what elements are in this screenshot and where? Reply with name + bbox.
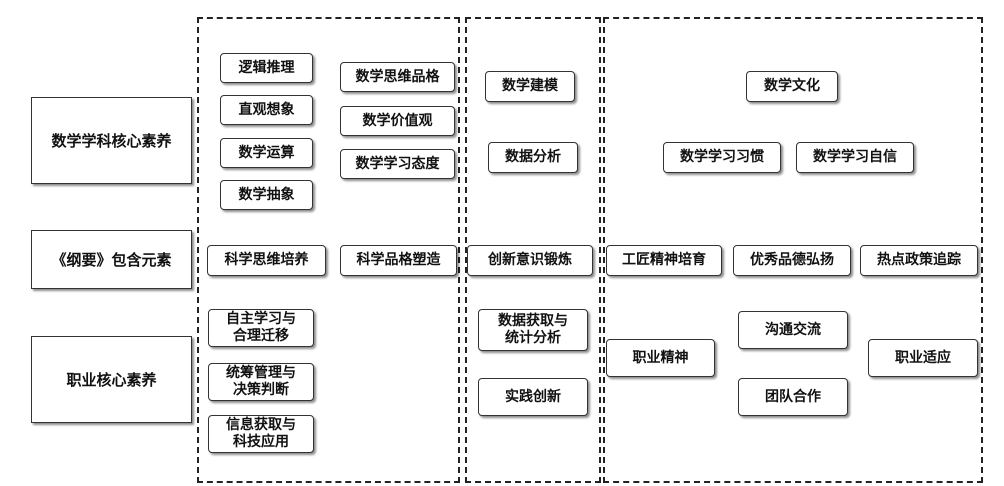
node-math-learning-habit: 数学学习习惯	[663, 142, 781, 173]
node-career-adaptation: 职业适应	[868, 339, 978, 377]
node-craftsman-spirit: 工匠精神培育	[606, 245, 722, 276]
node-planning-decision: 统筹管理与 决策判断	[208, 363, 314, 401]
node-practical-innovation: 实践创新	[478, 378, 588, 416]
node-math-learning-attitude: 数学学习态度	[340, 149, 455, 179]
node-virtue-promotion: 优秀品德弘扬	[733, 245, 851, 276]
node-math-learning-confidence: 数学学习自信	[796, 142, 914, 173]
column-group-3	[603, 17, 983, 483]
node-scientific-character: 科学品格塑造	[340, 245, 457, 276]
node-intuitive-imagination: 直观想象	[220, 95, 313, 125]
node-math-operation: 数学运算	[220, 138, 313, 168]
node-teamwork: 团队合作	[738, 378, 848, 416]
node-innovation-training: 创新意识锻炼	[467, 245, 593, 276]
node-professional-spirit: 职业精神	[606, 339, 715, 377]
node-data-statistics: 数据获取与 统计分析	[478, 309, 588, 351]
node-communication: 沟通交流	[738, 311, 848, 349]
node-logical-reasoning: 逻辑推理	[220, 53, 313, 83]
node-policy-tracking: 热点政策追踪	[860, 245, 978, 276]
node-math-values: 数学价值观	[340, 106, 455, 136]
column-group-2	[465, 17, 601, 483]
row-label-career-core: 职业核心素养	[31, 336, 192, 423]
node-math-abstraction: 数学抽象	[220, 180, 313, 210]
node-math-modeling: 数学建模	[485, 71, 575, 102]
node-math-thinking-quality: 数学思维品格	[340, 62, 455, 92]
node-data-analysis: 数据分析	[488, 142, 578, 173]
node-info-tech-application: 信息获取与 科技应用	[208, 415, 314, 453]
row-label-subject-core: 数学学科核心素养	[31, 97, 192, 184]
row-label-outline-elements: 《纲要》包含元素	[31, 230, 192, 289]
node-self-learning-transfer: 自主学习与 合理迁移	[208, 309, 314, 347]
column-group-1	[197, 17, 460, 483]
node-math-culture: 数学文化	[746, 71, 838, 102]
node-scientific-thinking: 科学思维培养	[207, 245, 326, 276]
